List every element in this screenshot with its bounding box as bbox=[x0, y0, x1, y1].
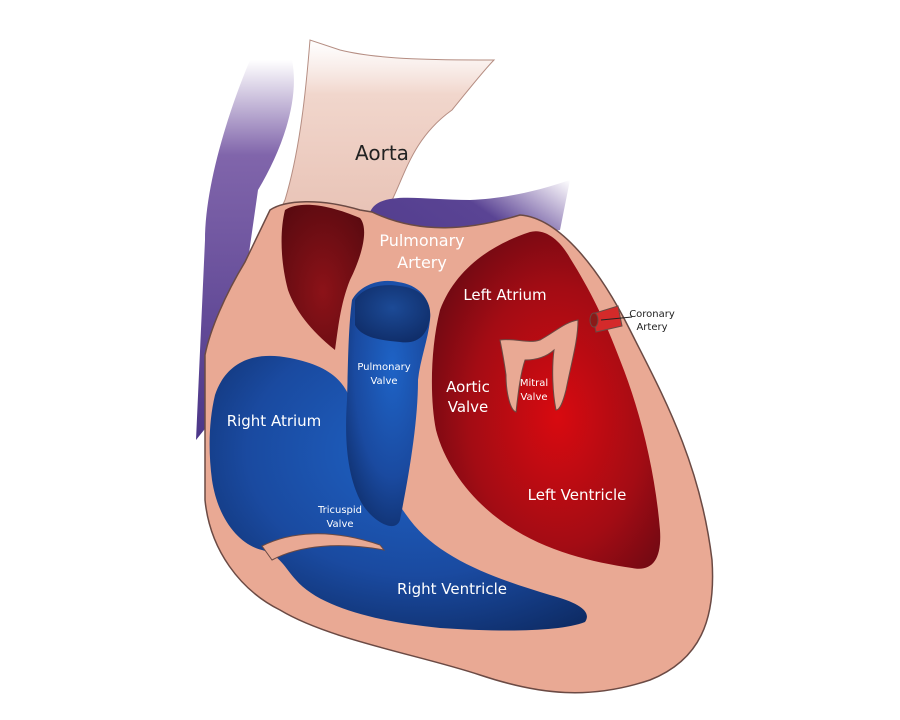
label-pulmonary-valve-line1: Pulmonary bbox=[357, 362, 410, 373]
label-coronary-artery-line1: Coronary bbox=[629, 309, 675, 320]
label-mitral-valve-line1: Mitral bbox=[520, 378, 548, 389]
aorta-vessel bbox=[274, 39, 496, 223]
label-right-ventricle: Right Ventricle bbox=[397, 580, 507, 598]
label-mitral-valve-line2: Valve bbox=[520, 392, 547, 403]
label-right-atrium: Right Atrium bbox=[227, 412, 322, 430]
label-left-atrium: Left Atrium bbox=[463, 286, 546, 304]
label-coronary-artery-line2: Artery bbox=[636, 322, 667, 333]
label-aortic-valve-line1: Aortic bbox=[446, 378, 490, 396]
pulmonary-valve-chamber bbox=[355, 285, 431, 343]
mitral-valve-leaflets bbox=[499, 319, 579, 413]
left-heart-chamber bbox=[431, 231, 661, 569]
right-heart-chamber bbox=[209, 355, 587, 631]
label-aorta: Aorta bbox=[355, 141, 409, 165]
coronary-artery-pointer bbox=[600, 316, 633, 321]
label-tricuspid-valve-line1: Tricuspid bbox=[317, 505, 362, 516]
label-aortic-valve-line2: Valve bbox=[448, 398, 489, 416]
aortic-root-chamber bbox=[281, 204, 365, 350]
tricuspid-valve-flap bbox=[261, 533, 386, 561]
label-pulmonary-artery-line1: Pulmonary bbox=[379, 231, 464, 250]
label-pulmonary-artery-line2: Artery bbox=[397, 253, 447, 272]
label-pulmonary-valve-line2: Valve bbox=[370, 376, 397, 387]
coronary-artery-opening bbox=[589, 312, 599, 328]
label-tricuspid-valve-line2: Valve bbox=[326, 519, 353, 530]
label-left-ventricle: Left Ventricle bbox=[528, 486, 627, 504]
